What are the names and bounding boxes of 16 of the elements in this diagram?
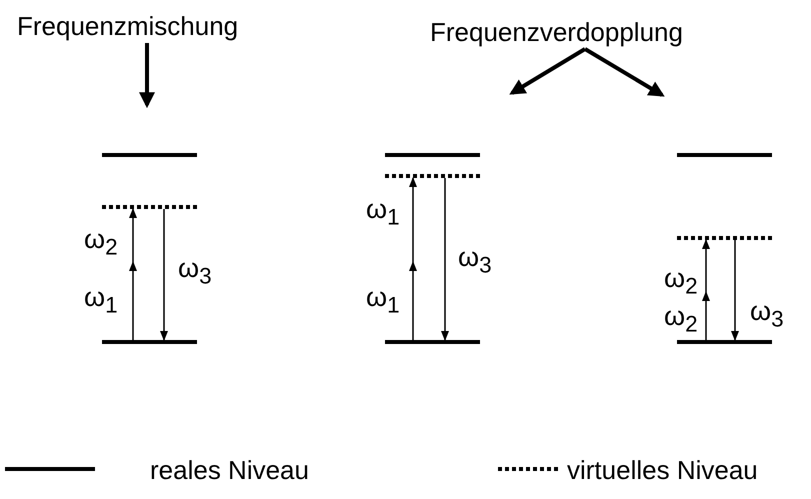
frequency-label: ω$_{3}$ xyxy=(178,254,212,290)
frequency-label: ω$_{1}$ xyxy=(366,283,400,318)
frequency-label: ω$_{3}$ xyxy=(458,243,492,278)
arrow xyxy=(509,47,586,95)
frequency-label: ω$_{3}$ xyxy=(750,297,784,332)
frequency-label: ω$_{2}$ xyxy=(664,302,698,338)
frequency-label: ω$_{2}$ xyxy=(664,264,698,300)
arrow xyxy=(584,47,665,97)
frequency-label: ω$_{2}$ xyxy=(84,225,118,260)
legend-text: reales Niveau xyxy=(150,456,309,485)
heading-text: Frequenzverdopplung xyxy=(430,18,683,47)
frequency-label: ω$_{1}$ xyxy=(84,283,118,318)
arrow xyxy=(139,43,155,108)
frequency-label: ω$_{1}$ xyxy=(366,195,400,230)
legend-text: virtuelles Niveau xyxy=(567,456,758,485)
heading-text: Frequenzmischung xyxy=(17,12,238,41)
